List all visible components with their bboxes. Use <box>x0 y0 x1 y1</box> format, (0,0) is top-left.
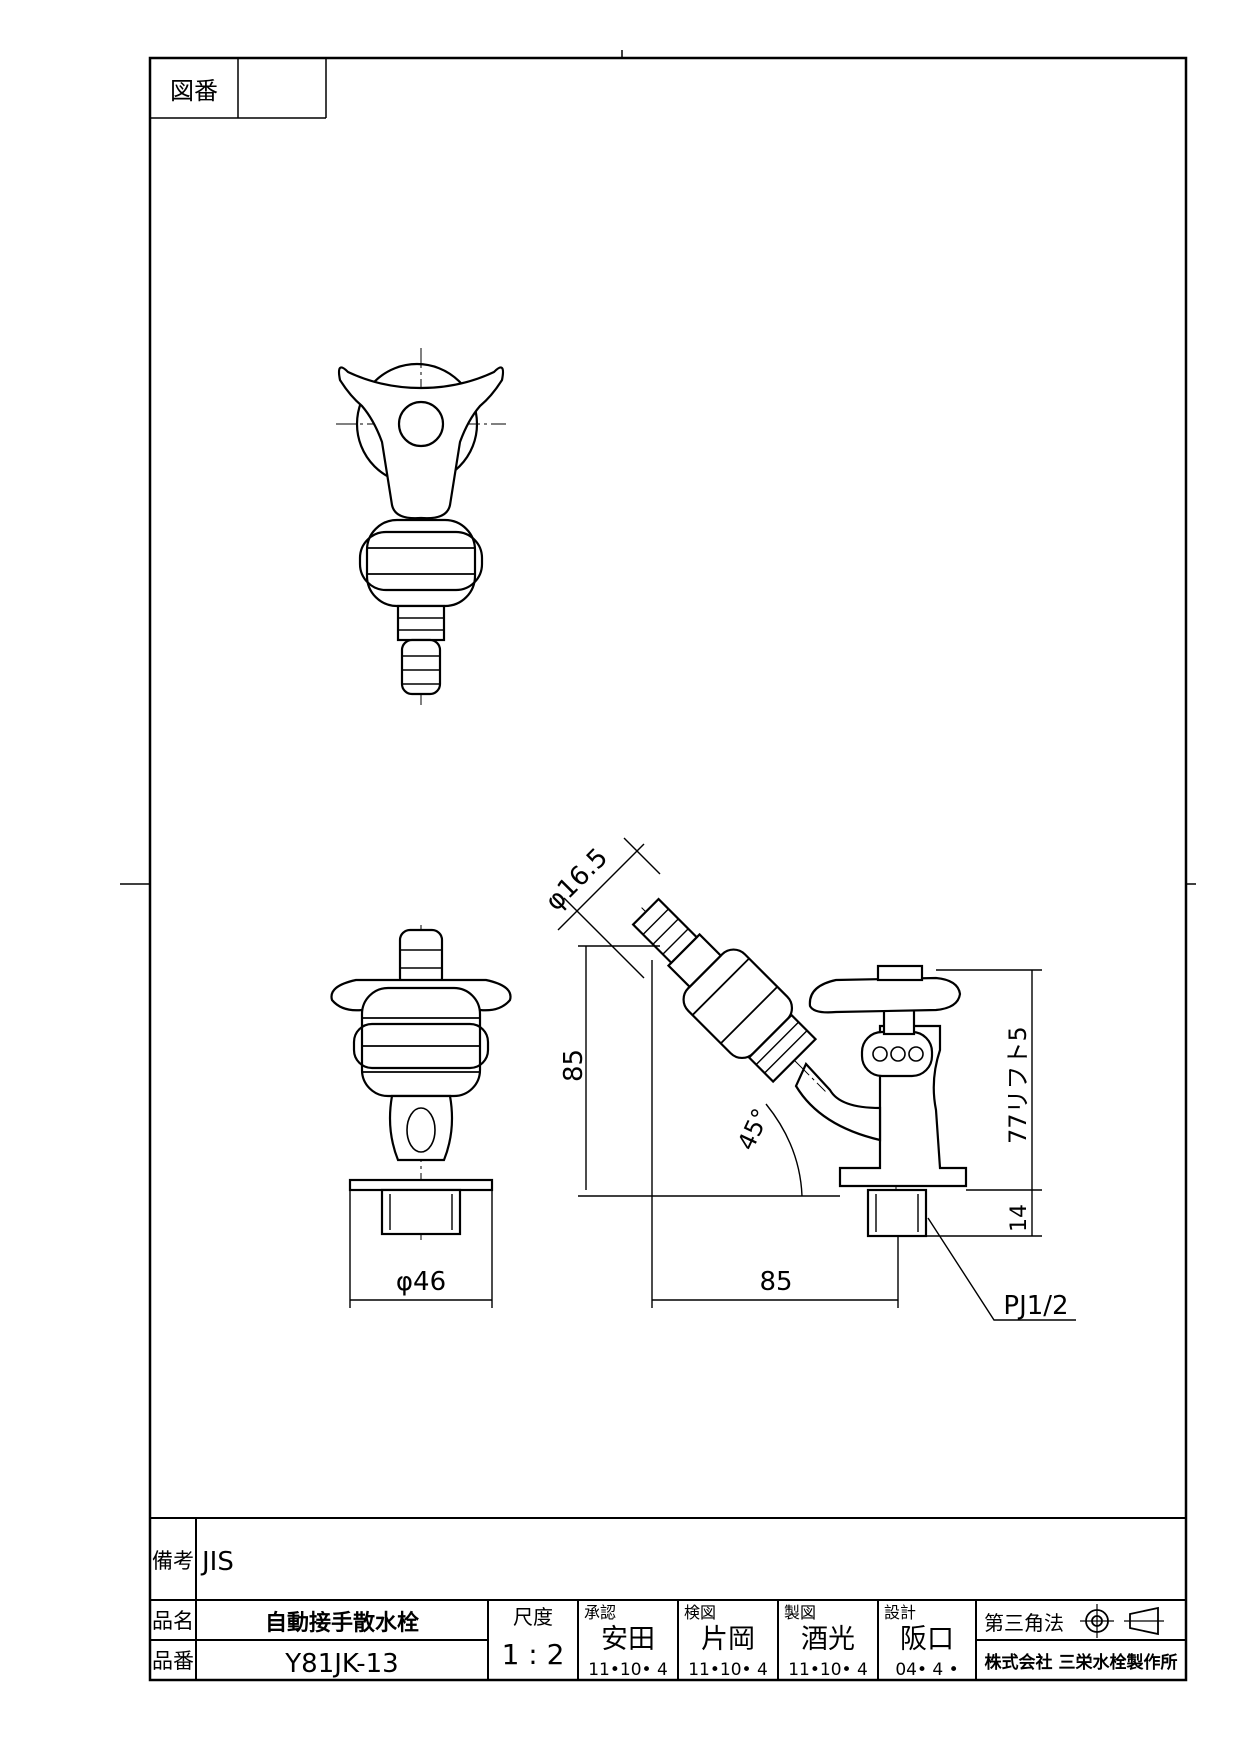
approval-cell-2: 製図 酒光 11•10• 4 <box>784 1603 868 1680</box>
approval-cell-3: 設計 阪口 04• 4 • <box>884 1603 959 1680</box>
approval-name: 安田 <box>601 1624 655 1655</box>
approval-date: 11•10• 4 <box>588 1660 668 1680</box>
company-name: 株式会社 三栄水栓製作所 <box>985 1652 1178 1673</box>
approval-date: 04• 4 • <box>895 1660 958 1680</box>
approval-role: 承認 <box>584 1603 616 1622</box>
title-block <box>150 1517 1186 1680</box>
dimension-height-left: 85 <box>559 1049 589 1082</box>
approval-date: 11•10• 4 <box>688 1660 768 1680</box>
product-no-value: Y81JK-13 <box>284 1649 398 1679</box>
approval-name: 阪口 <box>900 1624 954 1655</box>
dimension-height-right: 77リフト5 <box>1004 1026 1032 1144</box>
front-view <box>330 925 512 1240</box>
dimension-hose-dia: φ16.5 <box>540 843 614 917</box>
top-view <box>336 348 506 705</box>
side-view <box>631 897 968 1240</box>
product-name-label: 品名 <box>152 1609 194 1633</box>
product-no-label: 品番 <box>152 1649 194 1673</box>
approval-cell-0: 承認 安田 11•10• 4 <box>584 1603 668 1680</box>
remarks-label: 備考 <box>152 1549 194 1573</box>
drawing-number-box: 図番 <box>150 58 327 119</box>
dimension-flange-dia: φ46 <box>396 1267 446 1297</box>
approval-role: 検図 <box>684 1603 716 1622</box>
remarks-value: JIS <box>200 1547 234 1577</box>
approval-cell-1: 検図 片岡 11•10• 4 <box>684 1603 768 1680</box>
approval-role: 製図 <box>784 1603 816 1622</box>
approval-name: 酒光 <box>801 1624 855 1655</box>
dimension-lines <box>349 837 1076 1321</box>
drawing-frame <box>148 56 1188 1682</box>
approval-date: 11•10• 4 <box>788 1660 868 1680</box>
dimension-angle: 45° <box>732 1104 775 1154</box>
product-name-value: 自動接手散水栓 <box>265 1610 419 1636</box>
drawing-number-label: 図番 <box>170 77 218 105</box>
dimension-base-height: 14 <box>1007 1204 1032 1232</box>
dimension-thread: PJ1/2 <box>1003 1291 1068 1321</box>
scale-label: 尺度 <box>513 1605 553 1629</box>
approval-role: 設計 <box>884 1603 916 1622</box>
approval-name: 片岡 <box>701 1624 755 1655</box>
scale-value: 1 : 2 <box>502 1638 565 1671</box>
dimension-width: 85 <box>759 1267 792 1297</box>
projection-label: 第三角法 <box>984 1611 1064 1635</box>
